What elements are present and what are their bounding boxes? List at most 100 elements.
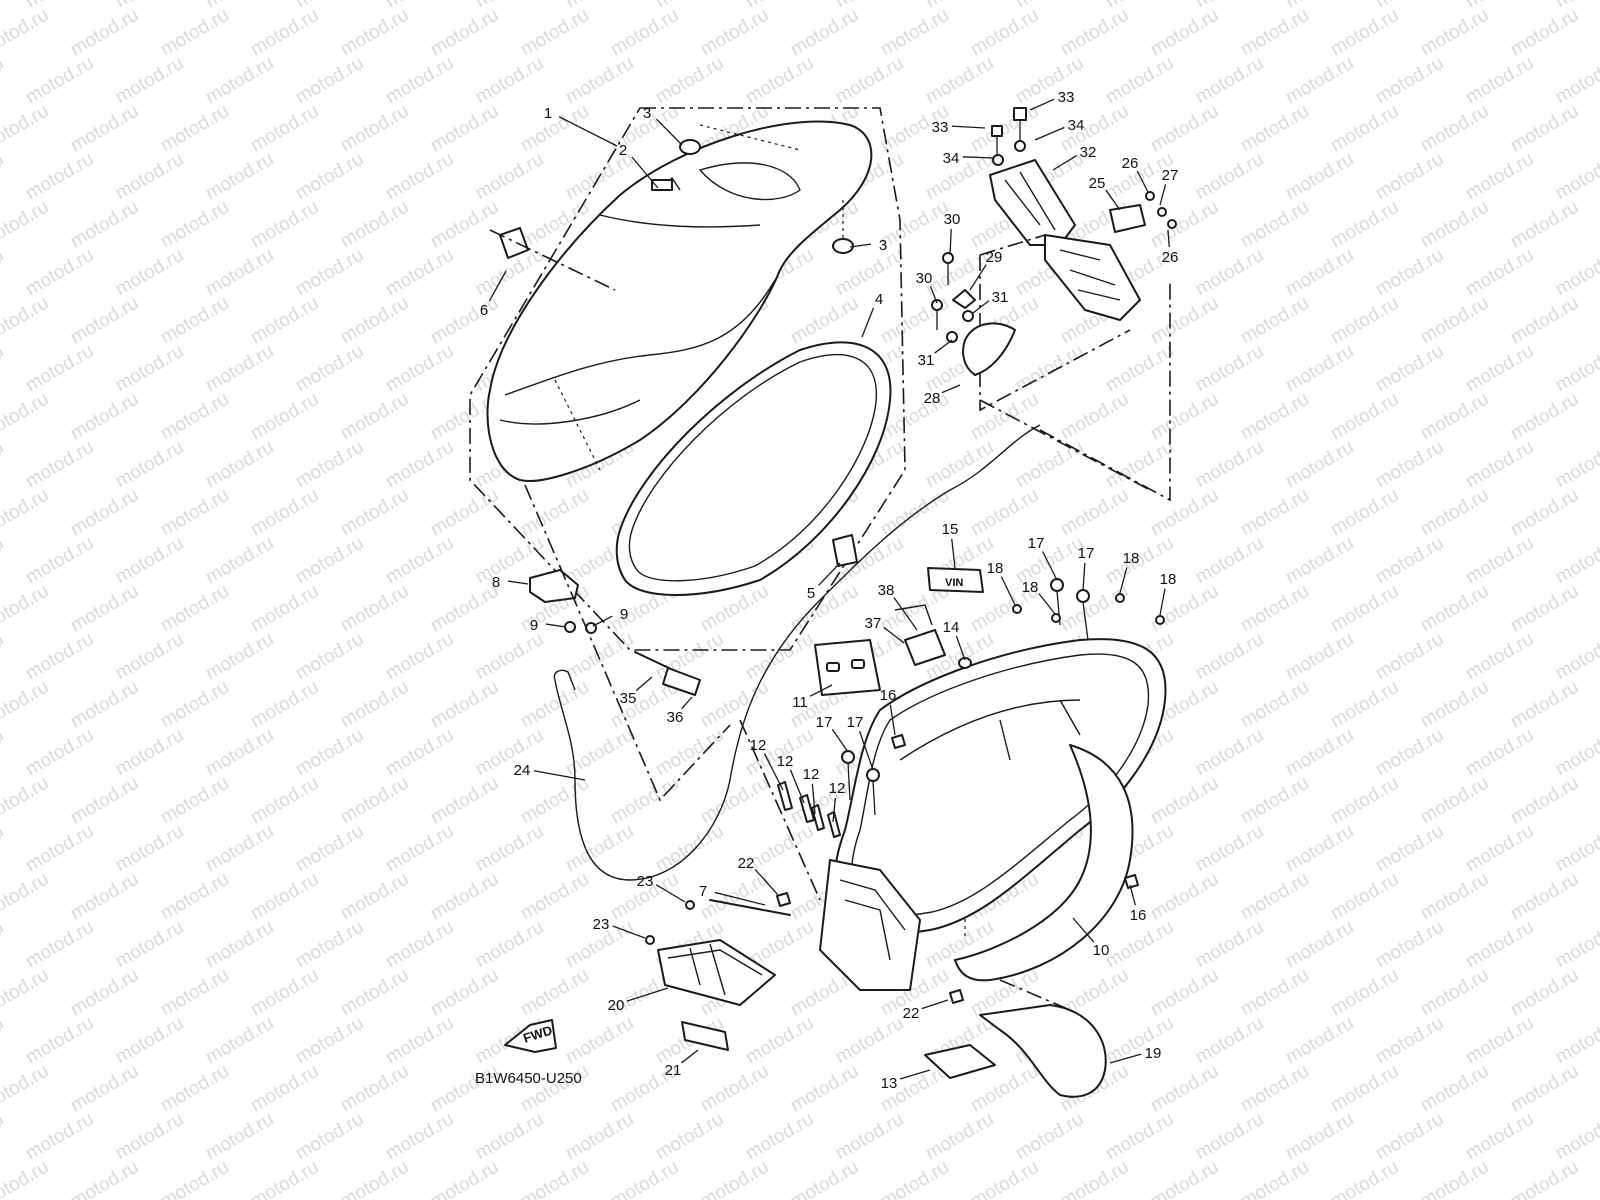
watermark-text: motod.ru [247, 197, 322, 253]
watermark-text: motod.ru [472, 917, 547, 973]
watermark-text: motod.ru [1417, 1157, 1492, 1200]
watermark-text: motod.ru [1192, 437, 1267, 493]
callout-number: 30 [916, 270, 933, 287]
watermark-text: motod.ru [0, 581, 52, 637]
watermark-text: motod.ru [1192, 245, 1267, 301]
watermark-text: motod.ru [1057, 485, 1132, 541]
watermark-text: motod.ru [1237, 869, 1312, 925]
callout-c6: 6 [480, 270, 507, 319]
watermark-text: motod.ru [1507, 5, 1582, 61]
callout-number: 23 [637, 873, 654, 890]
watermark-text: motod.ru [1372, 1013, 1447, 1069]
watermark-text: motod.ru [1237, 1157, 1312, 1200]
grommet-3-top [679, 139, 701, 155]
watermark-text: motod.ru [1552, 1013, 1600, 1069]
callout-c30b: 30 [916, 270, 938, 304]
watermark-text: motod.ru [1012, 437, 1087, 493]
callout-c1: 1 [544, 105, 618, 147]
watermark-text: motod.ru [427, 101, 502, 157]
watermark-text: motod.ru [1192, 629, 1267, 685]
watermark-text: motod.ru [67, 389, 142, 445]
watermark-text: motod.ru [22, 821, 97, 877]
watermark-text: motod.ru [832, 53, 907, 109]
watermark-text: motod.ru [67, 773, 142, 829]
watermark-text: motod.ru [1507, 389, 1582, 445]
watermark-text: motod.ru [472, 149, 547, 205]
watermark-text: motod.ru [157, 197, 232, 253]
watermark-text: motod.ru [247, 965, 322, 1021]
callout-leader [889, 704, 896, 736]
watermark-text: motod.ru [742, 1109, 817, 1165]
watermark-text: motod.ru [1552, 725, 1600, 781]
watermark-text: motod.ru [1327, 485, 1402, 541]
watermark-text: motod.ru [1372, 725, 1447, 781]
callout-leader [763, 753, 784, 791]
storage-box [819, 638, 1167, 991]
watermark-text: motod.ru [1552, 0, 1600, 12]
watermark-text: motod.ru [1327, 869, 1402, 925]
watermark-text: motod.ru [652, 1109, 727, 1165]
watermark-text: motod.ru [427, 1157, 502, 1200]
callout-number: 16 [880, 687, 897, 704]
watermark-text: motod.ru [787, 581, 862, 637]
watermark-text: motod.ru [382, 245, 457, 301]
vin-label: VIN [945, 577, 963, 589]
watermark-text: motod.ru [292, 149, 367, 205]
watermark-text: motod.ru [292, 245, 367, 301]
callout-c23a: 23 [637, 873, 686, 903]
callout-leader [883, 626, 905, 644]
watermark-text: motod.ru [1507, 101, 1582, 157]
watermark-text: motod.ru [832, 1013, 907, 1069]
watermark-text: motod.ru [292, 1109, 367, 1165]
watermark-text: motod.ru [382, 629, 457, 685]
fwd-arrow: FWD [504, 1019, 557, 1053]
clip-6 [499, 227, 529, 259]
watermark-text: motod.ru [1417, 197, 1492, 253]
watermark-text: motod.ru [247, 869, 322, 925]
watermark-text: motod.ru [1192, 917, 1267, 973]
callout-leader [1159, 588, 1166, 616]
toolbox-20 [657, 939, 776, 1006]
plate-13 [924, 1044, 996, 1079]
watermark-text: motod.ru [1462, 533, 1537, 589]
nut-16-right [1124, 874, 1139, 889]
watermark-text: motod.ru [562, 629, 637, 685]
watermark-text: motod.ru [1192, 341, 1267, 397]
callout-number: 15 [942, 521, 959, 538]
callout-leader [635, 676, 653, 692]
watermark-text: motod.ru [1372, 149, 1447, 205]
watermark-text: motod.ru [1327, 677, 1402, 733]
callout-leader [818, 562, 841, 586]
callout-leader [1119, 567, 1128, 594]
callout-number: 18 [1123, 550, 1140, 567]
callout-c36: 36 [667, 696, 693, 726]
cover-19 [979, 1004, 1107, 1098]
watermark-text: motod.ru [0, 341, 7, 397]
callout-leader [488, 270, 507, 302]
watermark-text: motod.ru [202, 53, 277, 109]
callout-leader [1129, 884, 1136, 906]
watermark-text: motod.ru [1552, 917, 1600, 973]
watermark-text: motod.ru [292, 437, 367, 493]
callout-c4: 4 [861, 291, 883, 338]
callout-leader [809, 684, 833, 697]
watermark-text: motod.ru [337, 389, 412, 445]
bolts-lower [841, 578, 1165, 816]
callout-number: 35 [620, 690, 637, 707]
nut-22-bottom [949, 989, 964, 1004]
watermark-text: motod.ru [337, 965, 412, 1021]
watermark-text: motod.ru [967, 5, 1042, 61]
watermark-text: motod.ru [22, 437, 97, 493]
seat-lock-cable [554, 424, 1041, 881]
watermark-text: motod.ru [1462, 53, 1537, 109]
callout-number: 18 [987, 560, 1004, 577]
watermark-text: motod.ru [1462, 821, 1537, 877]
callout-number: 5 [807, 585, 815, 602]
watermark-text: motod.ru [1282, 437, 1357, 493]
watermark-text: motod.ru [517, 869, 592, 925]
seat-lock-28 [962, 322, 1016, 376]
watermark-text: motod.ru [0, 917, 7, 973]
watermark-text: motod.ru [0, 773, 52, 829]
callout-number: 31 [992, 289, 1009, 306]
